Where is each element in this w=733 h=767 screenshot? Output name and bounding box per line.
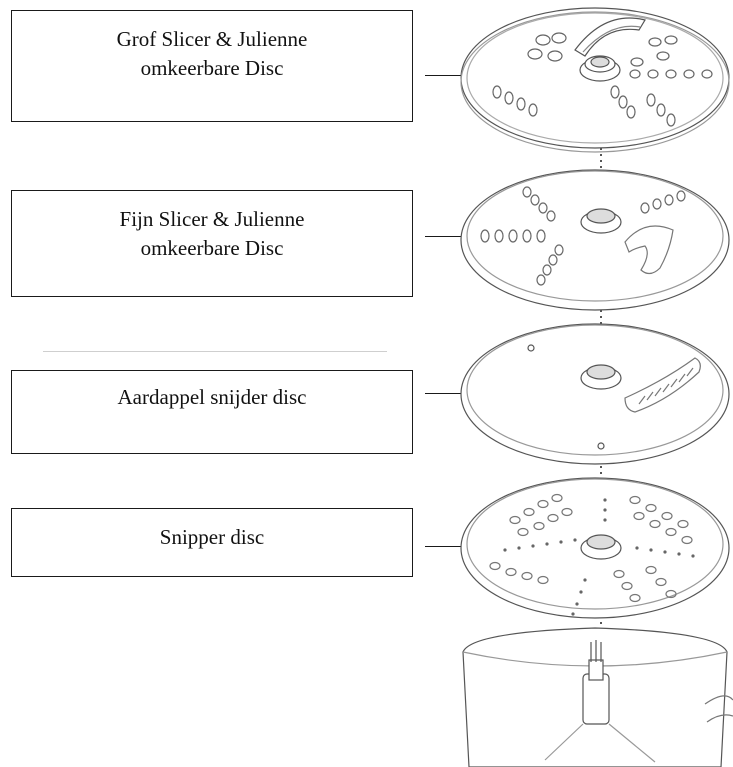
label-potato-disc: Aardappel snijder disc	[11, 370, 413, 454]
snipper-disc-drawing	[460, 477, 730, 619]
label-snipper-disc: Snipper disc	[11, 508, 413, 577]
divider-line	[43, 351, 387, 352]
leader-line-fine	[425, 236, 462, 237]
label-fine-slicer-text: Fijn Slicer & Julienne omkeerbare Disc	[119, 207, 305, 260]
leader-line-snipper	[425, 546, 462, 547]
label-fine-slicer-disc: Fijn Slicer & Julienne omkeerbare Disc	[11, 190, 413, 297]
label-coarse-slicer-text: Grof Slicer & Julienne omkeerbare Disc	[116, 27, 308, 80]
leader-line-potato	[425, 393, 462, 394]
food-processor-bowl-drawing	[462, 627, 733, 767]
exploded-disc-illustration	[460, 7, 733, 767]
fine-slicer-disc-drawing	[460, 169, 730, 311]
coarse-slicer-disc-drawing	[460, 7, 730, 153]
label-snipper-text: Snipper disc	[159, 525, 265, 549]
label-potato-text: Aardappel snijder disc	[117, 385, 307, 409]
leader-line-coarse	[425, 75, 462, 76]
potato-disc-drawing	[460, 323, 730, 465]
label-coarse-slicer-disc: Grof Slicer & Julienne omkeerbare Disc	[11, 10, 413, 122]
